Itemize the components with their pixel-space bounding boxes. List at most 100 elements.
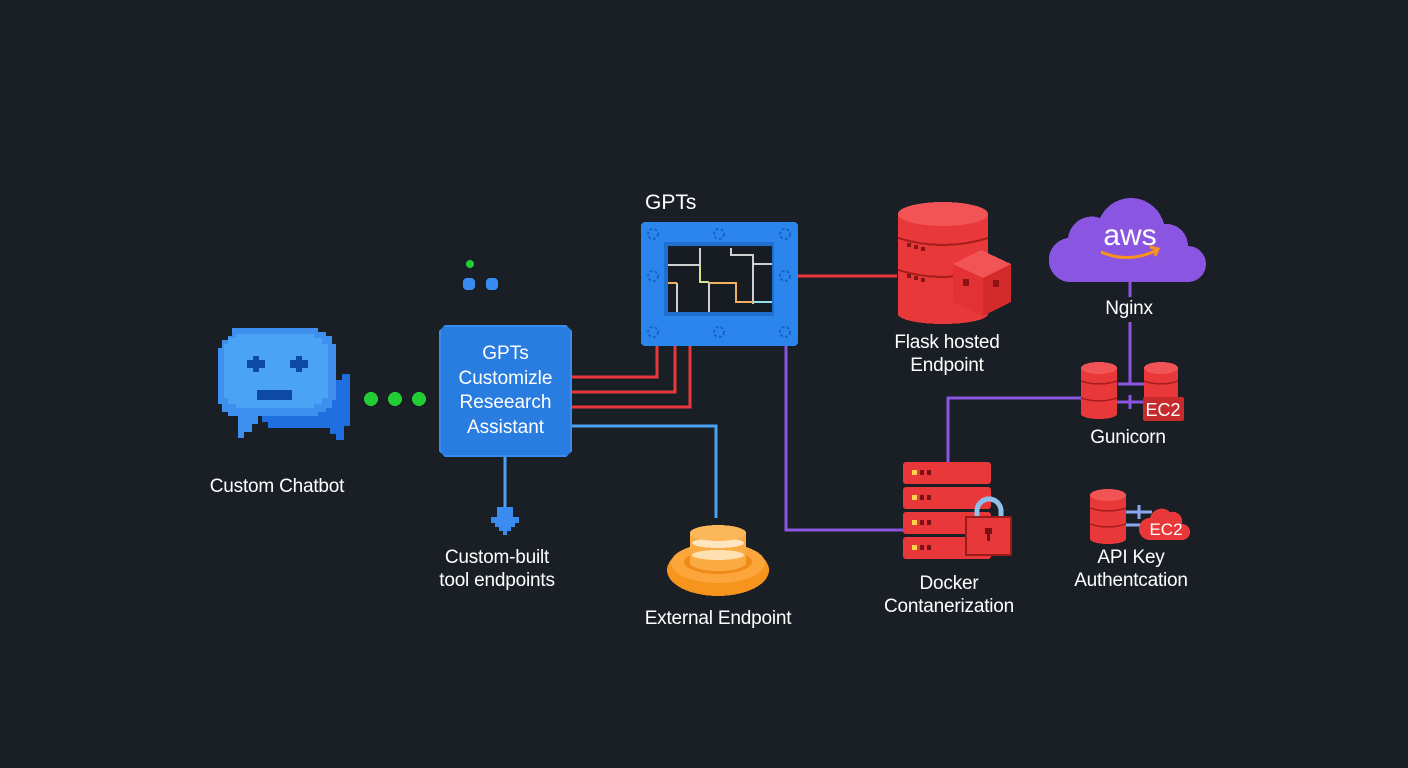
server-led <box>912 545 917 550</box>
docker-gunicorn-link <box>946 396 1083 462</box>
box-right <box>983 264 1011 316</box>
gpts-label: GPTs <box>645 191 697 214</box>
stack-layer <box>692 550 744 560</box>
api-key-label: API Key Authentcation <box>1074 546 1188 592</box>
lock-shackle <box>974 496 1004 519</box>
green-dot <box>466 260 474 268</box>
bolt <box>713 228 725 240</box>
external-endpoint-label: External Endpoint <box>644 608 792 629</box>
assistant-line: Assistant <box>466 416 545 438</box>
server-dot <box>927 545 931 550</box>
circuit-traces <box>668 248 772 312</box>
gunicorn-label: Gunicorn <box>1090 427 1166 448</box>
tool-endpoints-line: Custom-built <box>444 547 550 568</box>
aws-logo-text: aws <box>1103 219 1156 252</box>
connectors <box>364 260 1145 532</box>
db-ring <box>1089 507 1127 528</box>
chatbot-assistant-link <box>364 392 426 406</box>
ec2-badge-bg <box>1143 397 1184 421</box>
chat-bubble-robot-icon <box>218 328 350 440</box>
assistant-gpts-links <box>572 345 692 409</box>
server-led <box>912 520 917 525</box>
cloud-shape <box>1048 198 1206 283</box>
db-top <box>1090 489 1126 501</box>
server-dot <box>927 520 931 525</box>
server-dot <box>927 495 931 500</box>
db-bottom <box>1090 534 1126 544</box>
database-box-icon <box>897 202 1011 324</box>
box-left <box>953 264 983 316</box>
nginx-label: Nginx <box>1103 297 1155 320</box>
chat-bubble-inner <box>224 334 328 408</box>
floating-dots <box>463 260 498 290</box>
lock-keyhole-stem <box>987 533 990 541</box>
circuit-board-icon <box>641 222 798 346</box>
tool-endpoints-label: Custom-built tool endpoints <box>439 546 555 592</box>
aws-cloud-icon: aws <box>1048 198 1206 283</box>
db-ring <box>1143 380 1179 385</box>
db-light <box>921 278 925 282</box>
robot-eye-left <box>247 356 265 372</box>
assistant-line: Reseearch <box>459 392 552 413</box>
server-dot <box>927 470 931 475</box>
link-dot <box>364 392 378 406</box>
bolt <box>647 228 659 240</box>
db-light <box>921 247 925 251</box>
db-light <box>907 274 911 278</box>
db-left-top <box>1081 362 1117 374</box>
docker-line: Contanerization <box>883 596 1015 617</box>
server-dot <box>920 470 924 475</box>
flask-endpoint-label: Flask hosted Endpoint <box>894 331 1000 377</box>
server-lock-icon <box>903 462 1012 559</box>
db-top <box>898 202 988 226</box>
db-left-bottom <box>1081 409 1117 419</box>
db-body <box>1090 495 1126 539</box>
flask-line: Flask hosted <box>894 332 1000 353</box>
ec2-badge: EC2 <box>1149 520 1182 539</box>
server-unit <box>903 487 991 509</box>
server-dot <box>920 520 924 525</box>
flask-line: Endpoint <box>910 355 984 376</box>
link-dot <box>412 392 426 406</box>
research-assistant-node[interactable]: GPTs Customizle Reseearch Assistant <box>439 325 572 457</box>
red-link-3 <box>572 345 692 409</box>
db-light <box>914 276 918 280</box>
stack-layer <box>692 538 744 548</box>
db-left-body <box>1081 368 1117 414</box>
custom-chatbot-label: Custom Chatbot <box>209 476 345 497</box>
server-unit <box>903 462 991 484</box>
bolt <box>779 228 791 240</box>
bolt <box>713 326 725 338</box>
blue-dot <box>486 278 498 290</box>
assistant-line: GPTs <box>482 343 529 364</box>
box-top <box>953 250 1011 278</box>
blue-dot <box>463 278 475 290</box>
server-dot <box>920 495 924 500</box>
docker-line: Docker <box>919 573 979 594</box>
aws-smile-arrow <box>1149 245 1161 257</box>
database-stack-icon <box>667 525 769 596</box>
server-dot <box>920 545 924 550</box>
db-light <box>914 245 918 249</box>
db-light <box>907 243 911 247</box>
database-pair-icon: EC2 <box>1080 362 1184 421</box>
assistant-line: Customizle <box>458 367 553 389</box>
trace <box>709 282 753 303</box>
red-link-1 <box>572 345 659 379</box>
aws-smile <box>1100 248 1158 259</box>
bolt <box>779 326 791 338</box>
lock-keyhole <box>985 528 992 534</box>
db-bottom <box>898 304 988 324</box>
box-mark <box>993 280 999 287</box>
ec2-badge: EC2 <box>1145 400 1180 420</box>
api-key-line: Authentcation <box>1074 570 1188 591</box>
assistant-external-link <box>572 424 718 518</box>
robot-eye-right <box>290 356 308 372</box>
docker-label: Docker Contanerization <box>884 572 1014 618</box>
red-link-2 <box>572 345 677 394</box>
bolt <box>779 270 791 282</box>
robot-mouth <box>257 390 292 400</box>
db-right-top <box>1144 362 1178 374</box>
db-ring <box>897 237 989 246</box>
